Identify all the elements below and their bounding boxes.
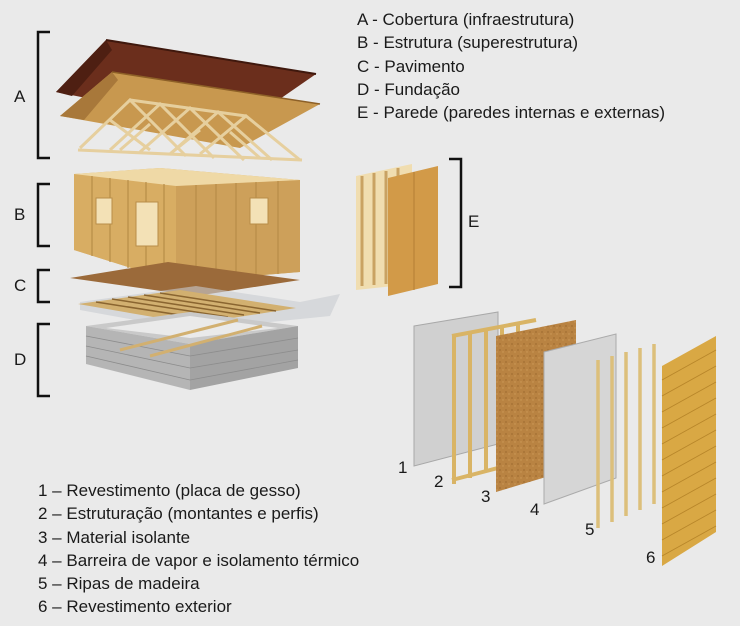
label-a: A: [14, 87, 26, 106]
legend-layer-2: 2 – Estruturação (montantes e perfis): [38, 504, 319, 524]
layer-number-6: 6: [646, 548, 656, 567]
legend-item-b: B - Estrutura (superestrutura): [357, 33, 579, 53]
bracket-b: [36, 182, 50, 248]
layer-number-2: 2: [434, 472, 444, 491]
layer-number-5: 5: [585, 520, 595, 539]
layer-exterior-siding: [661, 336, 717, 566]
bracket-a: [36, 30, 50, 160]
legend-layer-3: 3 – Material isolante: [38, 527, 191, 547]
layer-number-4: 4: [530, 500, 540, 519]
bracket-e: [449, 157, 463, 289]
label-d: D: [14, 350, 27, 369]
legend-item-e: E - Parede (paredes internas e externas): [357, 103, 666, 123]
foundation: [85, 312, 299, 390]
walls-structure: [74, 168, 300, 282]
layer-number-3: 3: [481, 487, 491, 506]
label-b: B: [14, 205, 26, 224]
bracket-c: [36, 268, 50, 304]
legend-layer-4: 4 – Barreira de vapor e isolamento térmi…: [38, 550, 360, 570]
legend-item-d: D - Fundação: [357, 79, 460, 99]
label-c: C: [14, 276, 27, 295]
label-e: E: [468, 212, 480, 231]
layer-number-1: 1: [398, 458, 408, 477]
legend-components: A - Cobertura (infraestrutura) B - Estru…: [357, 8, 665, 124]
legend-item-c: C - Pavimento: [357, 56, 465, 76]
layer-vapor-barrier: [543, 333, 617, 505]
legend-layer-6: 6 – Revestimento exterior: [38, 597, 232, 617]
layer-battens: [596, 344, 656, 528]
bracket-d: [36, 322, 50, 398]
legend-wall-layers: 1 – Revestimento (placa de gesso) 2 – Es…: [38, 479, 359, 619]
legend-item-a: A - Cobertura (infraestrutura): [357, 10, 575, 29]
wall-panel: [356, 164, 438, 296]
roof-trusses: [77, 97, 303, 162]
legend-layer-5: 5 – Ripas de madeira: [38, 574, 200, 594]
legend-layer-1: 1 – Revestimento (placa de gesso): [38, 481, 301, 500]
